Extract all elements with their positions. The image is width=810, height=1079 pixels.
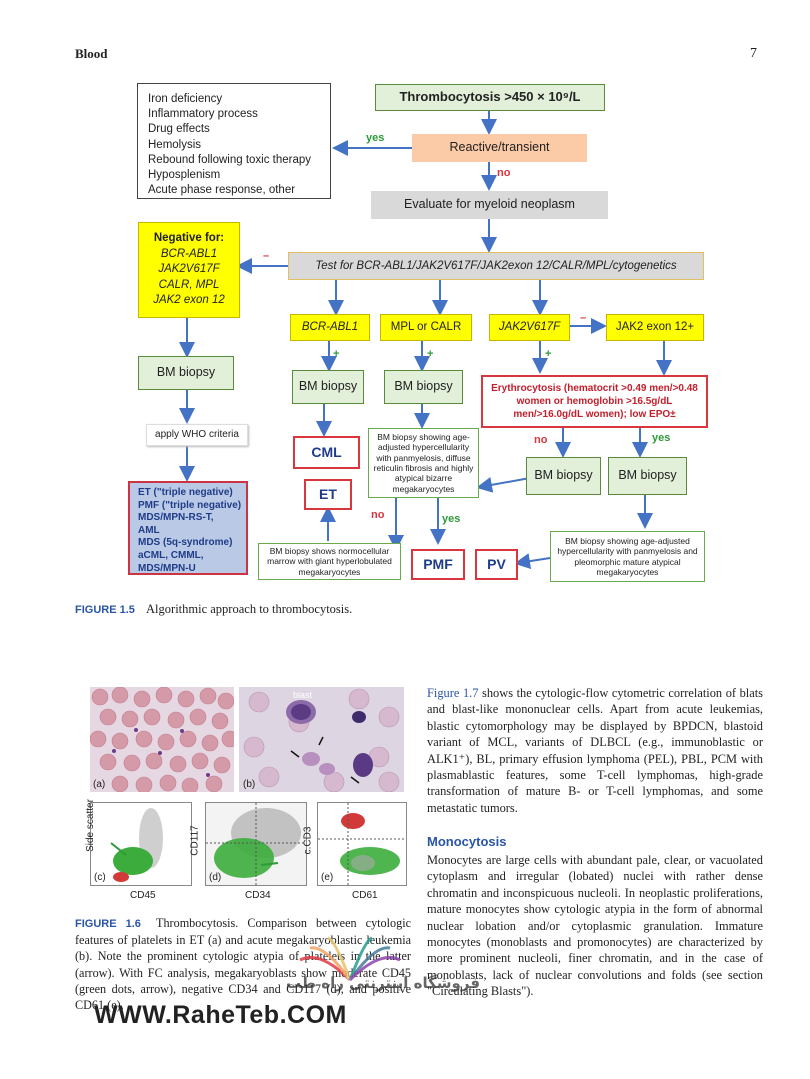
flow-plot-d: (d): [205, 802, 307, 886]
negative-title: Negative for:: [153, 232, 225, 245]
negative-item: BCR-ABL1: [160, 247, 218, 260]
blast-label: blast: [293, 690, 313, 700]
plus-label: +: [333, 348, 340, 360]
running-header: Blood: [75, 46, 108, 61]
scatter-plot-c: [110, 808, 163, 882]
book-logo-icon: [299, 936, 401, 982]
negative-for-box: Negative for: BCR-ABL1 JAK2V617F CALR, M…: [138, 222, 240, 318]
scatter-plot-e: [318, 803, 406, 885]
axis-label-side-scatter: Side scatter: [84, 799, 96, 852]
figure-label: FIGURE 1.5: [75, 604, 135, 616]
who-item: MDS/MPN-RS-T,: [138, 512, 214, 524]
watermark-persian-text: فروشگاه اینترنتی راه طب: [286, 974, 481, 992]
cause-item: Acute phase response, other: [148, 184, 296, 197]
evaluate-box: Evaluate for myeloid neoplasm: [371, 191, 608, 219]
minus-label: –: [580, 312, 587, 324]
minus-label: –: [263, 250, 270, 262]
rbc-smear-image: [90, 687, 234, 792]
pv-box: PV: [475, 549, 518, 580]
axis-label-ccd3: c.CD3: [302, 826, 314, 855]
panel-a-label: (a): [93, 779, 106, 790]
bm-biopsy-box: BM biopsy: [608, 457, 687, 495]
bm-biopsy-box: BM biopsy: [292, 370, 364, 404]
panel-b-label: (b): [243, 779, 256, 790]
who-item: aCML, CMML,: [138, 549, 204, 561]
flowchart-arrows: [179, 111, 672, 570]
watermark-logo: [280, 930, 420, 1000]
who-item: AML: [138, 524, 160, 536]
bm-et-description-box: BM biopsy shows normocellular marrow wit…: [258, 543, 401, 580]
axis-label-cd45: CD45: [130, 890, 156, 901]
no-label: no: [534, 434, 548, 446]
plus-label: +: [545, 348, 552, 360]
yes-label: yes: [652, 432, 671, 444]
pmf-box: PMF: [411, 549, 465, 580]
micrograph-a: (a): [90, 687, 234, 792]
cause-item: Drug effects: [148, 123, 210, 136]
reactive-box: Reactive/transient: [412, 134, 587, 162]
flow-plot-e: (e): [317, 802, 407, 886]
figure-label: FIGURE 1.6: [75, 918, 141, 930]
axis-label-cd117: CD117: [189, 825, 201, 856]
yes-label: yes: [442, 513, 461, 525]
negative-item: JAK2 exon 12: [153, 294, 225, 307]
section-heading-monocytosis: Monocytosis: [427, 834, 507, 849]
figure-1-6-caption: FIGURE 1.6 Thrombocytosis. Comparison be…: [75, 915, 411, 1013]
figure-reference-link[interactable]: Figure 1.7: [427, 686, 479, 700]
panel-d-label: (d): [209, 872, 222, 883]
negative-item: JAK2V617F: [158, 263, 220, 276]
cause-item: Hyposplenism: [148, 169, 221, 182]
bm-pmf-description-box: BM biopsy showing age-adjusted hypercell…: [368, 428, 479, 498]
yes-label: yes: [366, 132, 385, 144]
cause-item: Iron deficiency: [148, 93, 223, 105]
who-item: MDS (5q-syndrome): [138, 537, 233, 549]
jak2-exon12-box: JAK2 exon 12+: [606, 314, 704, 341]
cml-box: CML: [293, 436, 360, 469]
apply-who-box: apply WHO criteria: [146, 424, 248, 446]
right-column-paragraph-1: Figure 1.7 shows the cytologic-flow cyto…: [427, 685, 763, 816]
cause-item: Rebound following toxic therapy: [148, 153, 312, 166]
no-label: no: [371, 509, 385, 521]
bm-biopsy-box: BM biopsy: [138, 356, 234, 390]
figure-1-5-caption: FIGURE 1.5 Algorithmic approach to throm…: [75, 602, 352, 617]
axis-label-cd34: CD34: [245, 890, 271, 901]
axis-label-cd61: CD61: [352, 890, 378, 901]
who-diagnosis-list: ET ("triple negative) PMF ("triple negat…: [128, 481, 248, 575]
reactive-causes-list: Iron deficiency Inflammatory process Dru…: [137, 83, 331, 199]
caption-text: Thrombocytosis. Comparison between cytol…: [75, 916, 412, 1013]
thrombocytosis-box: Thrombocytosis >450 × 10⁹/L: [375, 84, 605, 111]
bm-biopsy-box: BM biopsy: [384, 370, 463, 404]
jak2v617f-box: JAK2V617F: [489, 314, 570, 341]
caption-text: Algorithmic approach to thrombocytosis.: [146, 602, 353, 616]
bm-pv-description-box: BM biopsy showing age-adjusted hypercell…: [550, 531, 705, 582]
negative-item: CALR, MPL: [158, 278, 220, 291]
who-item: PMF ("triple negative): [138, 499, 242, 511]
erythrocytosis-box: Erythrocytosis (hematocrit >0.49 men/>0.…: [481, 375, 708, 428]
no-label: no: [497, 167, 511, 179]
bm-biopsy-box: BM biopsy: [526, 457, 601, 495]
cause-item: Inflammatory process: [148, 108, 258, 121]
who-item: ET ("triple negative): [138, 487, 233, 498]
paragraph-text: shows the cytologic-flow cytometric corr…: [427, 686, 764, 815]
test-box: Test for BCR-ABL1/JAK2V617F/JAK2exon 12/…: [288, 252, 704, 280]
page-number: 7: [750, 46, 757, 61]
flow-plot-c: (c): [90, 802, 192, 886]
watermark-url: WWW.RaheTeb.COM: [94, 1001, 347, 1029]
cause-item: Hemolysis: [148, 138, 202, 151]
micrograph-b: blast (b): [239, 687, 404, 792]
bcr-abl1-box: BCR-ABL1: [290, 314, 370, 341]
panel-c-label: (c): [94, 872, 106, 883]
mpl-calr-box: MPL or CALR: [380, 314, 472, 341]
who-item: MDS/MPN-U: [138, 562, 196, 574]
plus-label: +: [427, 348, 434, 360]
right-column-paragraph-2: Monocytes are large cells with abundant …: [427, 853, 763, 999]
et-box: ET: [304, 479, 352, 510]
megakaryoblast-smear-image: [243, 688, 400, 792]
panel-e-label: (e): [321, 872, 334, 883]
scatter-plot-d: [206, 803, 306, 885]
